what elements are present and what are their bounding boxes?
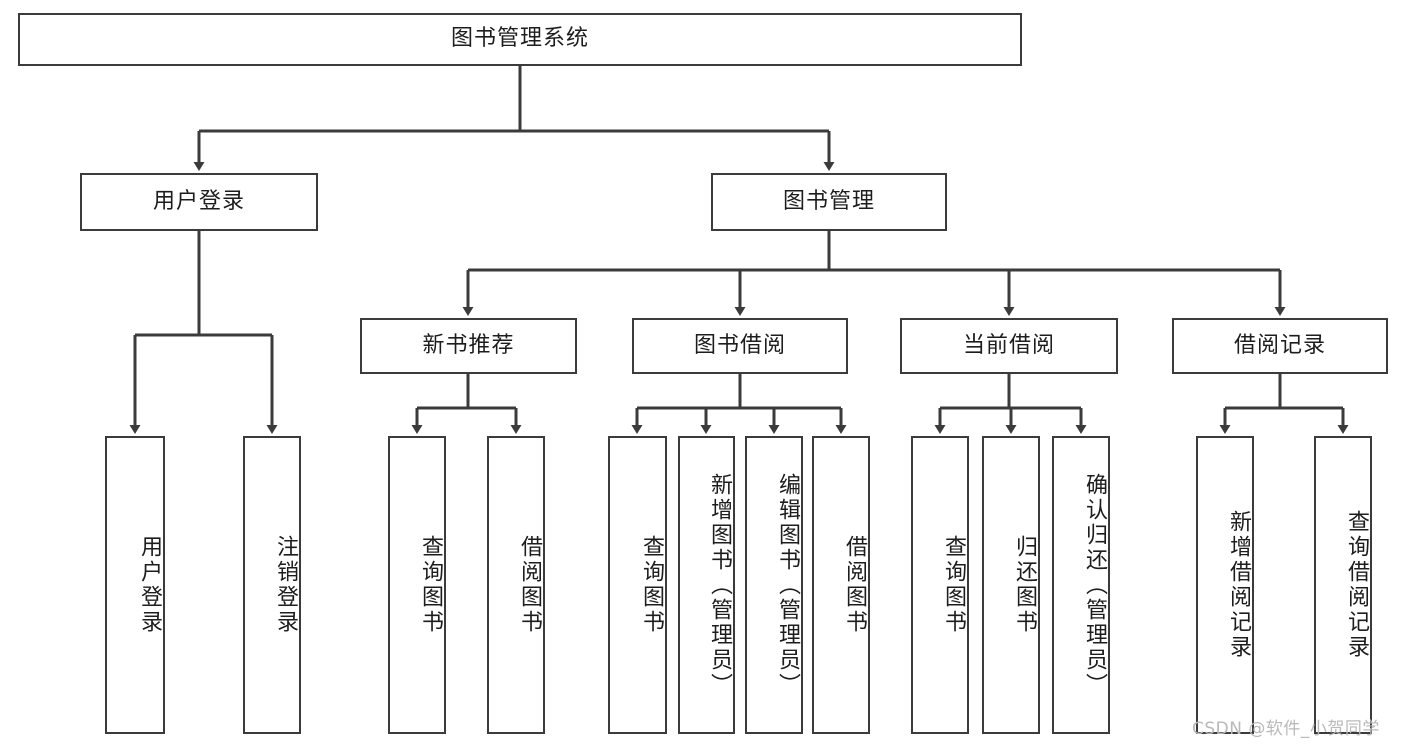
leaf-borrow-books-label: 借阅图书 <box>842 535 867 635</box>
leaf-query-books-borrow-label: 查询图书 <box>639 535 664 635</box>
leaf-query-books-borrow[interactable]: 查询图书 <box>608 436 667 734</box>
leaf-return-books-label: 归还图书 <box>1012 535 1037 635</box>
node-new-book-recommend[interactable]: 新书推荐 <box>360 318 577 374</box>
leaf-borrow-books-recommend[interactable]: 借阅图书 <box>487 436 545 734</box>
node-new-book-recommend-label: 新书推荐 <box>422 332 515 358</box>
connector-current-to-leaves <box>934 374 1087 434</box>
leaf-add-borrow-record[interactable]: 新增借阅记录 <box>1196 436 1254 734</box>
leaf-confirm-return-admin-label: 确认归还（管理员） <box>1082 472 1107 698</box>
leaf-query-books-recommend-label: 查询图书 <box>418 535 443 635</box>
leaf-user-login-label: 用户登录 <box>137 535 162 635</box>
leaf-return-books[interactable]: 归还图书 <box>982 436 1040 734</box>
leaf-add-book-admin-label: 新增图书（管理员） <box>707 472 732 698</box>
node-borrow-records-label: 借阅记录 <box>1233 332 1326 358</box>
connector-borrow-to-leaves <box>631 374 847 434</box>
node-book-management[interactable]: 图书管理 <box>711 173 947 231</box>
connector-newbooks-to-leaves <box>411 374 522 434</box>
node-user-login[interactable]: 用户登录 <box>80 173 318 231</box>
node-root[interactable]: 图书管理系统 <box>18 13 1022 66</box>
node-borrow-records[interactable]: 借阅记录 <box>1172 318 1388 374</box>
leaf-confirm-return-admin[interactable]: 确认归还（管理员） <box>1052 436 1110 734</box>
leaf-edit-book-admin[interactable]: 编辑图书（管理员） <box>745 436 803 734</box>
leaf-user-login[interactable]: 用户登录 <box>105 436 165 734</box>
node-user-login-label: 用户登录 <box>152 188 245 214</box>
leaf-borrow-books[interactable]: 借阅图书 <box>812 436 870 734</box>
leaf-add-borrow-record-label: 新增借阅记录 <box>1226 510 1251 660</box>
connector-records-to-leaves <box>1219 374 1349 434</box>
leaf-edit-book-admin-label: 编辑图书（管理员） <box>775 472 800 698</box>
node-current-borrow-label: 当前借阅 <box>962 332 1055 358</box>
leaf-logout-label: 注销登录 <box>273 535 298 635</box>
leaf-borrow-books-recommend-label: 借阅图书 <box>517 535 542 635</box>
leaf-query-borrow-record-label: 查询借阅记录 <box>1344 510 1369 660</box>
leaf-add-book-admin[interactable]: 新增图书（管理员） <box>678 436 735 734</box>
node-book-borrow[interactable]: 图书借阅 <box>632 318 848 374</box>
csdn-watermark: CSDN @软件_小贺同学 <box>1192 719 1380 739</box>
connector-userlogin-to-leaves <box>129 231 278 434</box>
leaf-query-books-recommend[interactable]: 查询图书 <box>388 436 446 734</box>
connector-root-to-level2 <box>193 66 835 171</box>
node-book-borrow-label: 图书借阅 <box>693 332 786 358</box>
leaf-query-borrow-record[interactable]: 查询借阅记录 <box>1314 436 1372 734</box>
leaf-query-books-current-label: 查询图书 <box>941 535 966 635</box>
connector-bookmgmt-to-level3 <box>462 231 1286 316</box>
node-current-borrow[interactable]: 当前借阅 <box>900 318 1118 374</box>
leaf-logout[interactable]: 注销登录 <box>243 436 301 734</box>
leaf-query-books-current[interactable]: 查询图书 <box>911 436 969 734</box>
node-book-management-label: 图书管理 <box>782 188 875 214</box>
node-root-label: 图书管理系统 <box>450 26 589 52</box>
